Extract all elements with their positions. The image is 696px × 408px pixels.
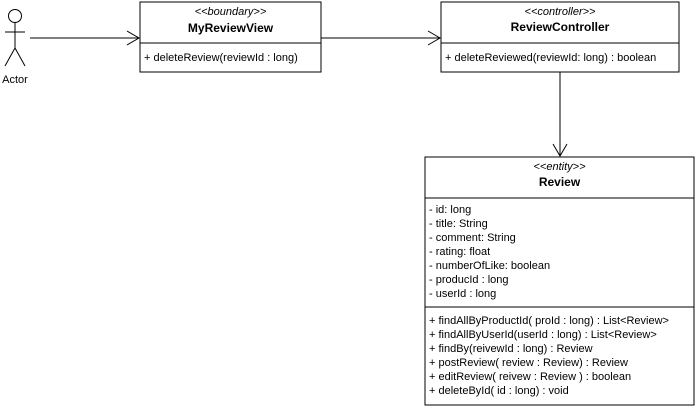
- class-operation: + deleteById( id : long) : void: [429, 385, 569, 397]
- class-operation: + findBy(reivewId : long) : Review: [429, 343, 593, 355]
- class-stereotype: <<controller>>: [525, 6, 597, 18]
- arrowhead: [126, 30, 140, 46]
- class-review-controller[interactable]: <<controller>> ReviewController + delete…: [440, 1, 680, 73]
- class-operation: + findAllByProductId( proId : long) : Li…: [429, 315, 669, 327]
- arrowhead: [427, 30, 441, 46]
- class-name: Review: [539, 175, 581, 189]
- class-stereotype: <<entity>>: [534, 161, 587, 173]
- association-view-to-controller: [321, 30, 441, 46]
- class-attribute: - id: long: [429, 204, 471, 216]
- class-operation: + findAllByUserId(userId : long) : List<…: [429, 329, 657, 341]
- class-attribute: - producId : long: [429, 274, 509, 286]
- class-attribute: - comment: String: [429, 232, 516, 244]
- class-stereotype: <<boundary>>: [195, 6, 267, 18]
- class-operation: + deleteReview(reviewId : long): [144, 52, 298, 64]
- class-attribute: - title: String: [429, 218, 488, 230]
- class-operation: + deleteReviewed(reviewId: long) : boole…: [445, 52, 656, 64]
- class-attribute: - numberOfLike: boolean: [429, 260, 550, 272]
- class-operation: + editReview( reivew : Review ) : boolea…: [429, 371, 631, 383]
- class-attribute: - userId : long: [429, 288, 496, 300]
- class-name: ReviewController: [511, 20, 610, 34]
- class-attribute: - rating: float: [429, 246, 490, 258]
- actor: Actor: [2, 9, 28, 86]
- class-my-review-view[interactable]: <<boundary>> MyReviewView + deleteReview…: [139, 1, 322, 73]
- class-review[interactable]: <<entity>> Review - id: long - title: St…: [424, 156, 695, 406]
- class-operation: + postReview( review : Review) : Review: [429, 357, 628, 369]
- arrowhead: [552, 143, 568, 157]
- association-controller-to-review: [552, 72, 568, 157]
- actor-icon: [4, 9, 26, 67]
- association-actor-to-view: [30, 30, 140, 46]
- actor-label: Actor: [2, 74, 28, 86]
- class-name: MyReviewView: [188, 21, 274, 35]
